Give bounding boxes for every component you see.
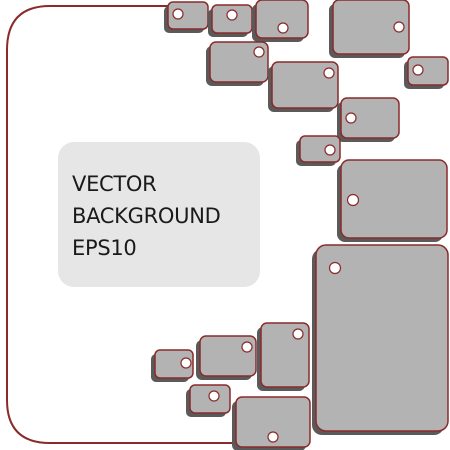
headline-line-2: BACKGROUND [72,204,221,228]
tile-hole [267,431,279,443]
tile-8 [340,97,400,139]
tile-hole [393,21,405,33]
headline-line-3: EPS10 [72,236,137,260]
tile-10 [340,159,448,239]
headline-line-1: VECTOR [72,172,157,196]
tile-11 [315,244,449,432]
tile-hole [180,357,192,369]
tile-hole [208,390,220,402]
tile-hole [412,64,424,76]
tile-hole [345,112,357,124]
tile-hole [226,9,238,21]
tile-hole [241,341,253,353]
tile-hole [323,67,335,79]
tile-hole [277,22,289,34]
tile-hole [324,144,336,156]
tile-16 [235,396,311,448]
tile-7 [407,56,449,86]
tile-hole [346,193,360,207]
tile-hole [292,328,304,340]
tile-3 [255,0,309,39]
outer-frame [6,5,240,444]
tile-6 [271,61,339,109]
tile-14 [154,349,194,379]
tile-group [151,0,449,450]
tile-hole [253,46,265,58]
tile-4 [332,0,410,55]
tile-hole [172,8,184,20]
tile-hole [328,261,342,275]
headline-panel: VECTOR BACKGROUND EPS10 [58,142,260,287]
